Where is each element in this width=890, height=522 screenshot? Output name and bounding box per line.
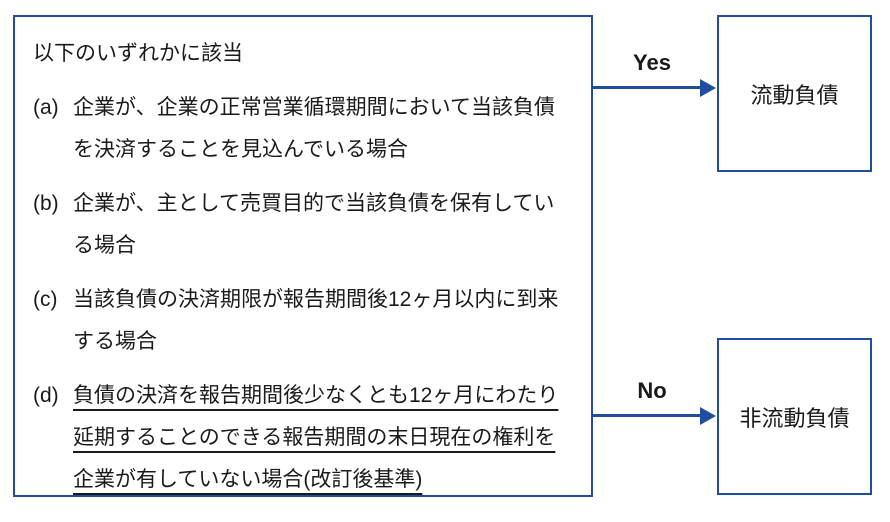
no-arrow-label: No xyxy=(637,378,667,403)
criterion-d: (d) 負債の決済を報告期間後少なくとも12ヶ月にわたり延期することのできる報告… xyxy=(33,375,571,501)
no-arrow-line xyxy=(593,414,704,417)
yes-arrowhead-icon xyxy=(700,79,716,97)
criterion-a-text: 企業が、企業の正常営業循環期間において当該負債を決済することを見込んでいる場合 xyxy=(73,96,555,161)
criterion-a: (a) 企業が、企業の正常営業循環期間において当該負債を決済することを見込んでい… xyxy=(33,87,571,171)
current-liabilities-box: 流動負債 xyxy=(717,15,872,172)
criterion-c: (c) 当該負債の決済期限が報告期間後12ヶ月以内に到来する場合 xyxy=(33,279,571,363)
no-arrowhead-icon xyxy=(700,407,716,425)
yes-arrow-label: Yes xyxy=(633,50,671,75)
criterion-c-text: 当該負債の決済期限が報告期間後12ヶ月以内に到来する場合 xyxy=(73,288,559,353)
criterion-a-marker: (a) xyxy=(33,96,59,119)
decision-criteria-box: 以下のいずれかに該当 (a) 企業が、企業の正常営業循環期間において当該負債を決… xyxy=(13,15,593,497)
non-current-liabilities-box: 非流動負債 xyxy=(717,338,872,495)
decision-title: 以下のいずれかに該当 xyxy=(33,42,243,65)
current-liabilities-label: 流動負債 xyxy=(750,82,839,108)
criterion-d-marker: (d) xyxy=(33,384,59,407)
yes-arrow-line xyxy=(593,86,704,89)
criterion-d-text: 負債の決済を報告期間後少なくとも12ヶ月にわたり延期することのできる報告期間の末… xyxy=(73,384,559,491)
criterion-b-marker: (b) xyxy=(33,192,59,215)
criterion-b-text: 企業が、主として売買目的で当該負債を保有している場合 xyxy=(73,192,555,257)
non-current-liabilities-label: 非流動負債 xyxy=(739,405,850,431)
criterion-c-marker: (c) xyxy=(33,288,58,311)
criterion-b: (b) 企業が、主として売買目的で当該負債を保有している場合 xyxy=(33,183,571,267)
